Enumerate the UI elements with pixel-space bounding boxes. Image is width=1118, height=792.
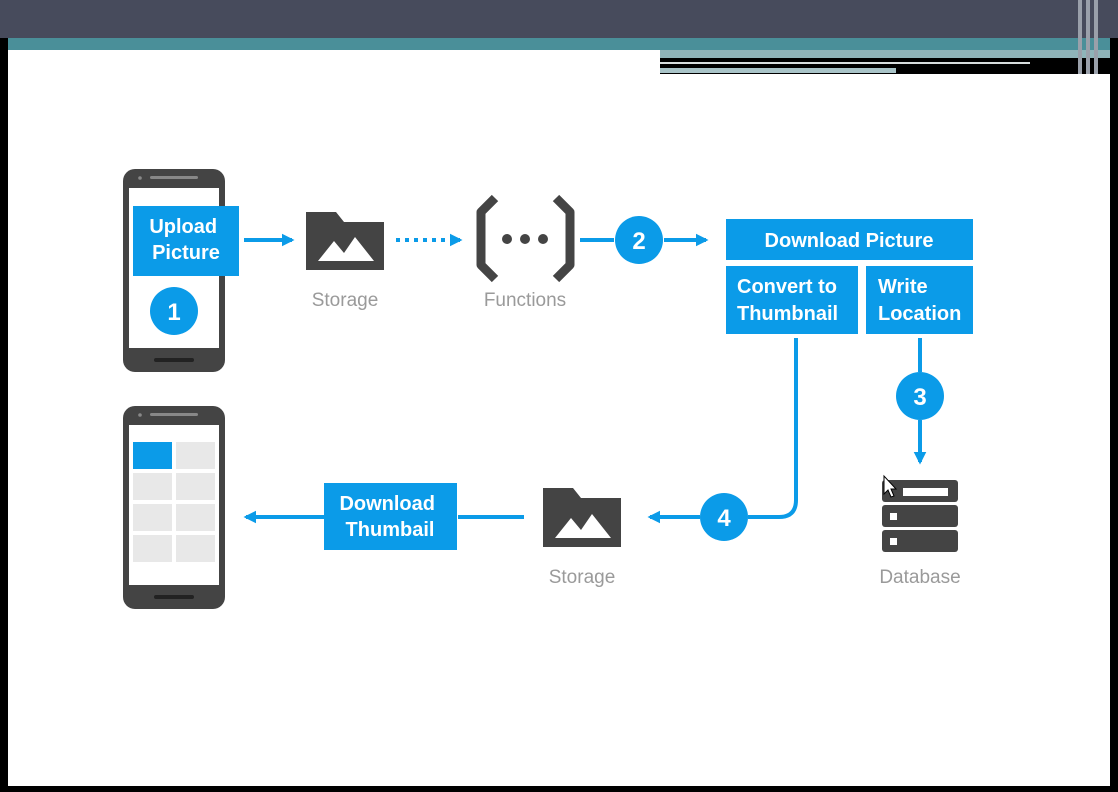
processing-boxes: Download Picture Convert to Thumbnail Wr… (726, 219, 973, 334)
download-thumbnail-box (324, 483, 457, 550)
storage-top-label: Storage (312, 290, 379, 311)
functions-node: Functions (476, 194, 575, 311)
functions-label: Functions (484, 290, 566, 311)
download-picture-label: Download Picture (765, 230, 934, 252)
download-thumbnail-label: Download Thumbail (339, 493, 440, 541)
database-node: Database (879, 480, 961, 588)
slide-header (0, 0, 1118, 74)
folder-image-icon (543, 488, 621, 547)
slide-background (8, 50, 660, 786)
storage-bottom-label: Storage (549, 567, 616, 588)
database-label: Database (879, 567, 960, 588)
download-picture-box (726, 219, 973, 260)
thumbnail-grid (133, 442, 215, 562)
phone-top: Upload Picture 1 (123, 169, 239, 372)
storage-bottom: Storage (543, 488, 621, 588)
database-icon (882, 480, 958, 552)
phone-bottom (123, 406, 225, 609)
thumbnail-selected (133, 442, 172, 469)
slide-background-right (660, 74, 1110, 786)
line-convert-to-step4 (748, 338, 798, 519)
functions-icon (476, 194, 575, 283)
upload-picture-box (133, 206, 239, 276)
step-badge-3 (896, 372, 944, 420)
convert-thumbnail-label: Convert to Thumbnail (737, 276, 843, 325)
write-location-box (866, 266, 973, 334)
step-number-3: 3 (913, 384, 926, 411)
connectors (243, 233, 927, 524)
step-badge-1 (150, 287, 198, 335)
convert-thumbnail-box (726, 266, 858, 334)
folder-image-icon (306, 212, 384, 270)
upload-picture-label: Upload Picture (149, 216, 222, 264)
step-number-2: 2 (632, 228, 645, 255)
step-number-1: 1 (167, 299, 180, 326)
mouse-cursor-icon (883, 474, 898, 498)
step-badge-4 (700, 493, 748, 541)
step-badge-2 (615, 216, 663, 264)
step-number-4: 4 (717, 505, 731, 532)
storage-top: Storage (306, 212, 384, 311)
write-location-label: Write Location (878, 276, 961, 325)
